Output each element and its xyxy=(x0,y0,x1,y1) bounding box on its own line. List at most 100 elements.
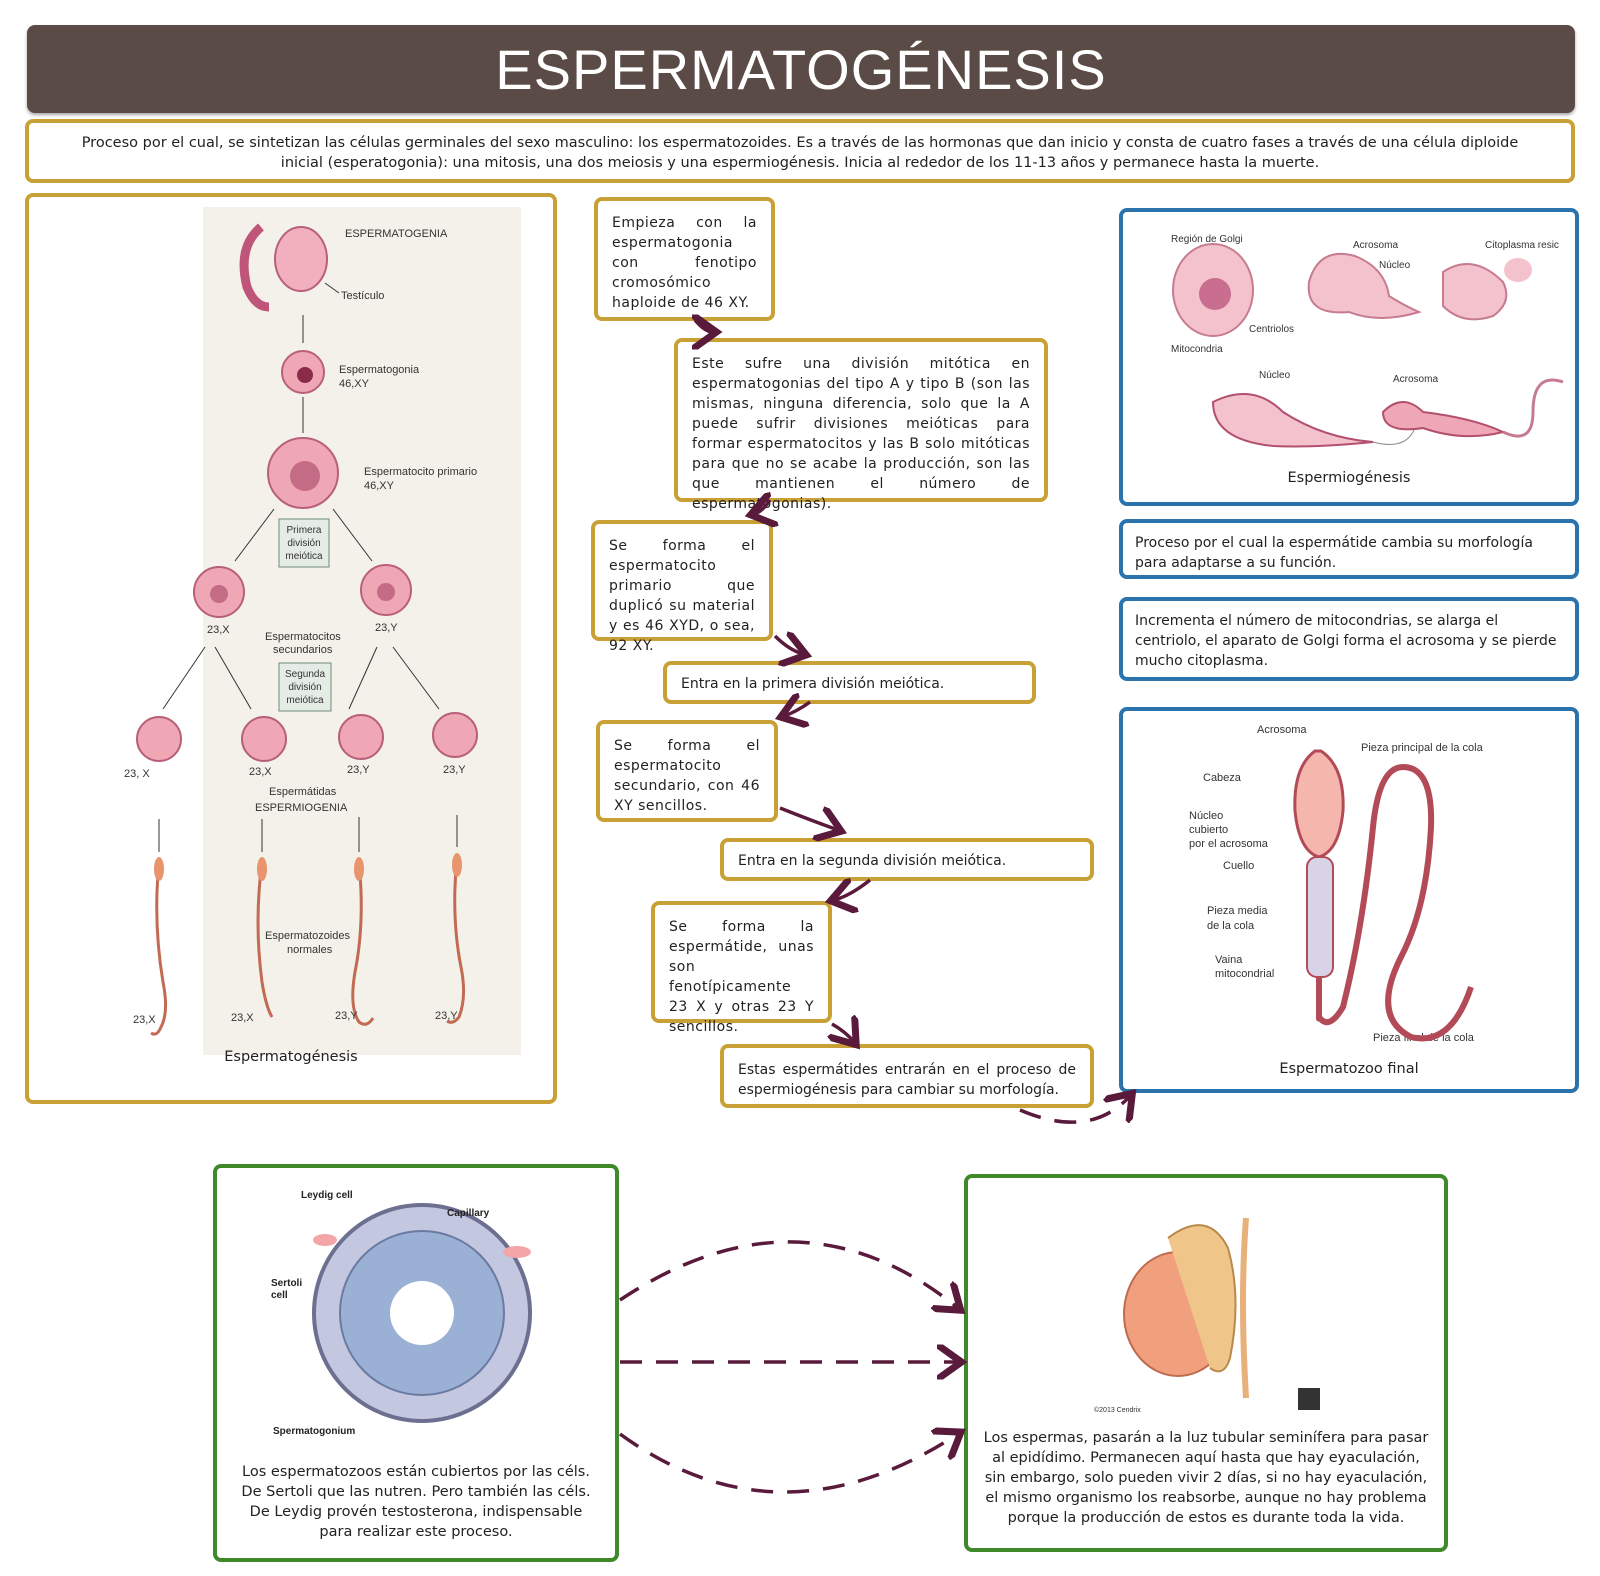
cell-secundario-y-nucleus xyxy=(377,583,395,601)
info-box-2: Incrementa el número de mitocondrias, se… xyxy=(1119,597,1579,681)
label-acrosoma1: Acrosoma xyxy=(1353,240,1398,251)
label-cabeza: Cabeza xyxy=(1203,772,1242,784)
seminiferous-tubule-diagram: Leydig cell Capillary Sertoli cell Sperm… xyxy=(271,1190,532,1437)
primera-division-box xyxy=(278,518,330,568)
arrow-step4-5 xyxy=(784,702,812,716)
label-espermatogonia-k: 46,XY xyxy=(339,378,370,390)
info-box-1: Proceso por el cual la espermátide cambi… xyxy=(1119,519,1579,579)
label-testiculo: Testículo xyxy=(341,290,384,302)
arrow-step6-7 xyxy=(834,880,872,900)
label-t4: 23,Y xyxy=(443,764,466,776)
arrow-step1-2 xyxy=(695,320,713,332)
sperm-4 xyxy=(446,856,466,1024)
cell-espermatogonia-nucleus xyxy=(297,367,313,383)
cell-secundario-x-nucleus xyxy=(210,585,228,603)
cell-espermatida-4 xyxy=(432,712,478,758)
label-espermiogenia: ESPERMIOGENIA xyxy=(255,802,348,814)
step-6: Entra en la segunda división meiótica. xyxy=(720,838,1094,881)
label-nucleo-1: Núcleo xyxy=(1189,810,1223,822)
label-citoplasma: Citoplasma resic xyxy=(1485,240,1559,251)
label-b2: 23,X xyxy=(231,1012,254,1024)
testicle-shape xyxy=(274,226,328,292)
label-t3: 23,Y xyxy=(347,764,370,776)
label-t2: 23,X xyxy=(249,766,272,778)
label-nucleo1: Núcleo xyxy=(1379,260,1411,271)
label-nucleo-3: por el acrosoma xyxy=(1189,838,1269,850)
sperm-3 xyxy=(351,861,375,1026)
label-b3: 23,Y xyxy=(335,1010,358,1022)
label-spermatogonium: Spermatogonium xyxy=(273,1426,355,1437)
label-golgi: Región de Golgi xyxy=(1171,234,1243,245)
label-espermatogenia: ESPERMATOGENIA xyxy=(345,228,448,240)
label-secundarios-2: secundarios xyxy=(273,644,333,656)
epididymis-shape xyxy=(239,223,270,312)
arrow-step7-8 xyxy=(832,1024,854,1042)
espermatogenesis-panel: ESPERMATOGENIA Testículo Espermatogonia … xyxy=(25,193,557,1104)
epididimo-text: Los espermas, pasarán a la luz tubular s… xyxy=(983,1430,1429,1526)
page-title: ESPERMATOGÉNESIS xyxy=(495,37,1107,101)
label-media-2: de la cola xyxy=(1207,920,1255,932)
arrow-7 xyxy=(348,646,378,710)
label-espermatogonia: Espermatogonia xyxy=(339,364,420,376)
cell-espermatida-1 xyxy=(136,716,182,762)
label-segunda-3: meiótica xyxy=(286,695,324,706)
copyright: ©2013 Cendrix xyxy=(1094,1406,1141,1414)
label-capillary: Capillary xyxy=(447,1208,490,1219)
step-3: Se forma el espermatocito primario que d… xyxy=(591,520,773,654)
label-nucleo-2: cubierto xyxy=(1189,824,1228,836)
arrow-to-espermatozoo xyxy=(1019,1096,1130,1124)
label-pieza-principal: Pieza principal de la cola xyxy=(1361,742,1484,754)
label-mitocondria: Mitocondria xyxy=(1171,344,1223,355)
sperm-2-head xyxy=(257,857,267,881)
label-primera-2: división xyxy=(287,538,320,549)
segunda-division-box xyxy=(278,662,332,712)
label-primera-1: Primera xyxy=(286,525,321,536)
label-sertoli-1: Sertoli xyxy=(271,1278,302,1289)
vas-deferens xyxy=(1240,1217,1249,1399)
epididimo-panel: ©2013 Cendrix Los espermas, pasarán a la… xyxy=(964,1174,1448,1552)
sperm-tail xyxy=(1316,763,1474,1042)
label-leydig: Leydig cell xyxy=(301,1190,353,1201)
sperm-1 xyxy=(150,861,168,1036)
label-espermatidas: Espermátidas xyxy=(269,786,337,798)
label-normales-2: normales xyxy=(287,944,333,956)
label-vaina-2: mitocondrial xyxy=(1215,968,1274,980)
arrow-5 xyxy=(162,646,206,710)
espermatogenesis-diagram: ESPERMATOGENIA Testículo Espermatogonia … xyxy=(124,207,521,1055)
testis-epididymis-diagram: ©2013 Cendrix xyxy=(1090,1192,1324,1414)
arrow-sertoli-epididimo-top xyxy=(619,1240,958,1308)
sertoli-panel: Leydig cell Capillary Sertoli cell Sperm… xyxy=(213,1164,619,1562)
label-segunda-2: división xyxy=(288,682,321,693)
capillary-shape xyxy=(503,1246,531,1258)
intro-text: Proceso por el cual, se sintetizan las c… xyxy=(81,135,1519,171)
qr-code xyxy=(1298,1388,1320,1410)
label-t1: 23, X xyxy=(124,768,150,780)
arrow-4 xyxy=(332,508,373,562)
label-nucleo2: Núcleo xyxy=(1259,370,1291,381)
espermatogenesis-caption: Espermatogénesis xyxy=(224,1049,358,1065)
label-normales-1: Espermatozoides xyxy=(265,930,350,942)
epididymis-shape xyxy=(1167,1224,1237,1373)
step-2: Este sufre una división mitótica en espe… xyxy=(674,338,1048,512)
label-primario-k: 46,XY xyxy=(364,480,395,492)
step-4: Entra en la primera división meiótica. xyxy=(663,661,1036,704)
cell-primario-nucleus xyxy=(290,461,320,491)
residual-citoplasma xyxy=(1504,258,1532,282)
arrow-step5-6 xyxy=(779,806,838,830)
intro-box: Proceso por el cual, se sintetizan las c… xyxy=(25,119,1575,183)
sertoli-text: Los espermatozoos están cubiertos por la… xyxy=(241,1464,591,1540)
tubule-lumen xyxy=(390,1281,454,1345)
espermatozoo-caption: Espermatozoo final xyxy=(1279,1061,1419,1077)
step-5: Se forma el espermatocito secundario, co… xyxy=(596,720,778,822)
arrow-3 xyxy=(234,508,275,562)
label-23x: 23,X xyxy=(207,624,230,636)
label-sertoli-2: cell xyxy=(271,1290,288,1301)
cell-citoplasma xyxy=(1442,263,1508,321)
testiculo-leader xyxy=(324,282,340,294)
arrow-step3-4 xyxy=(773,636,803,654)
cell-espermatida-2 xyxy=(241,716,287,762)
label-23y: 23,Y xyxy=(375,622,398,634)
cell-elongating xyxy=(1211,393,1374,448)
espermatozoo-diagram: Acrosoma Pieza principal de la cola Cabe… xyxy=(1189,724,1484,1044)
